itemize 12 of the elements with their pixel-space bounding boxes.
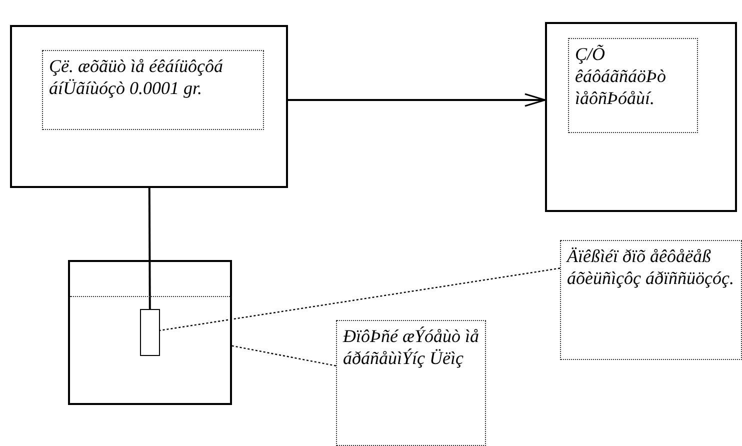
computer-box — [545, 22, 737, 212]
note-text: ÐïôÞñé æÝóåùò ìå áðáñåùìÝíç Üëìç — [336, 320, 486, 446]
sample-container — [140, 309, 160, 356]
note-text: Äïêßìéï ðïõ åêôåëåß áõèüñìçôç áðïññüöçóç. — [560, 240, 742, 360]
label-text: Çë. æõãüò ìå éêáíüôçôá áíÜãíùóçò 0.0001 gr. — [42, 50, 264, 130]
label-text: Ç/Õ êáôáãñáöÞò ìåôñÞóåùí. — [568, 38, 698, 133]
connector-line — [148, 188, 151, 309]
beaker — [68, 260, 232, 405]
leader-line — [160, 268, 560, 332]
leader-line — [232, 345, 336, 366]
arrow — [288, 93, 546, 107]
scale-box — [10, 25, 288, 188]
